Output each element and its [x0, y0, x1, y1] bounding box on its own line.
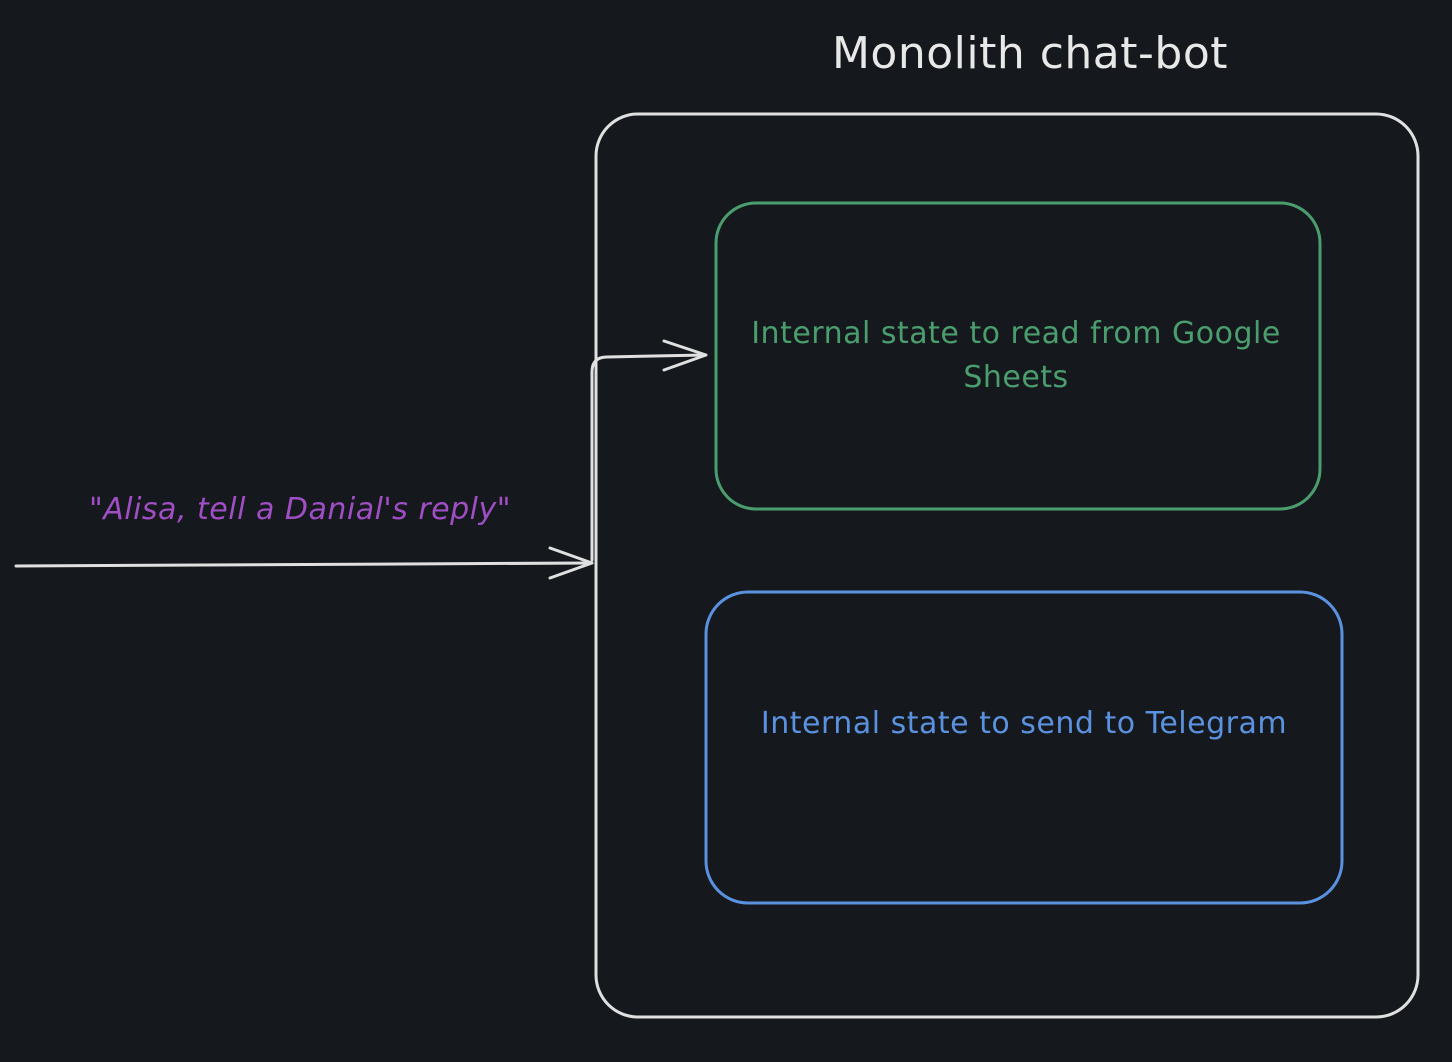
route-to-sheets-arrow-line — [590, 353, 707, 562]
input-message-label: "Alisa, tell a Danial's reply" — [88, 492, 512, 527]
telegram-state-label: Internal state to send to Telegram — [760, 706, 1288, 741]
route-to-sheets-arrowhead — [662, 339, 708, 372]
google-sheets-state-box — [714, 201, 1322, 511]
telegram-state-box — [704, 590, 1344, 905]
incoming-message-arrowhead — [548, 546, 594, 580]
google-sheets-state-label: Internal state to read from Google Sheet… — [751, 316, 1281, 395]
incoming-message-arrow-line — [14, 561, 594, 568]
monolith-container — [594, 112, 1420, 1019]
diagram-title: Monolith chat-bot — [831, 28, 1229, 79]
